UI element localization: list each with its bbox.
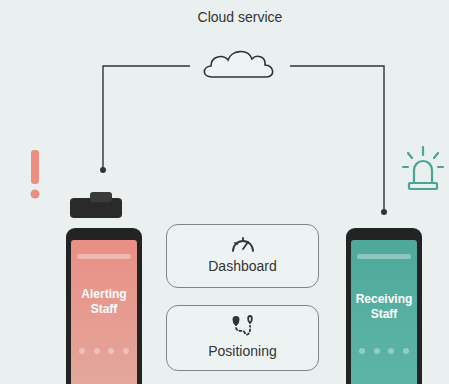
cloud-node: Cloud service (190, 4, 290, 88)
status-bar (77, 254, 131, 259)
app-dot (359, 348, 365, 354)
phone-screen: Receiving Staff (351, 240, 417, 384)
app-dot (79, 348, 85, 354)
phone-node: Receiving Staff (346, 212, 422, 384)
feature-box: Dashboard (166, 224, 319, 288)
alert-mark (31, 150, 40, 199)
app-dot (403, 348, 409, 354)
connector (290, 66, 384, 212)
icon (167, 234, 318, 254)
phone-screen: Alerting Staff (71, 240, 137, 384)
screen-icons (359, 348, 409, 354)
cloud-label: Cloud service (170, 9, 310, 25)
route-icon (229, 315, 257, 339)
app-dot (123, 348, 129, 354)
connector (103, 66, 190, 170)
connector-dot (381, 209, 387, 215)
box-label: Dashboard (167, 258, 318, 274)
cloud-shape (190, 44, 290, 88)
phone-label: Alerting Staff (73, 287, 135, 317)
connector-dot (100, 167, 106, 173)
phone-body: Receiving Staff (346, 228, 422, 384)
gauge-icon (230, 234, 256, 254)
phone-label: Receiving Staff (353, 292, 415, 322)
icon (167, 315, 318, 339)
app-dot (108, 348, 114, 354)
phone-node: Alerting Staff (66, 170, 142, 384)
screen-icons (79, 348, 129, 354)
phone-body: Alerting Staff (66, 228, 142, 384)
camera-lens (90, 192, 112, 202)
feature-box: Positioning (166, 305, 319, 371)
box-label: Positioning (167, 343, 318, 359)
status-bar (357, 254, 411, 259)
alarm-beacon (403, 147, 443, 189)
app-dot (94, 348, 100, 354)
app-dot (388, 348, 394, 354)
camera-attachment (70, 198, 122, 218)
app-dot (374, 348, 380, 354)
